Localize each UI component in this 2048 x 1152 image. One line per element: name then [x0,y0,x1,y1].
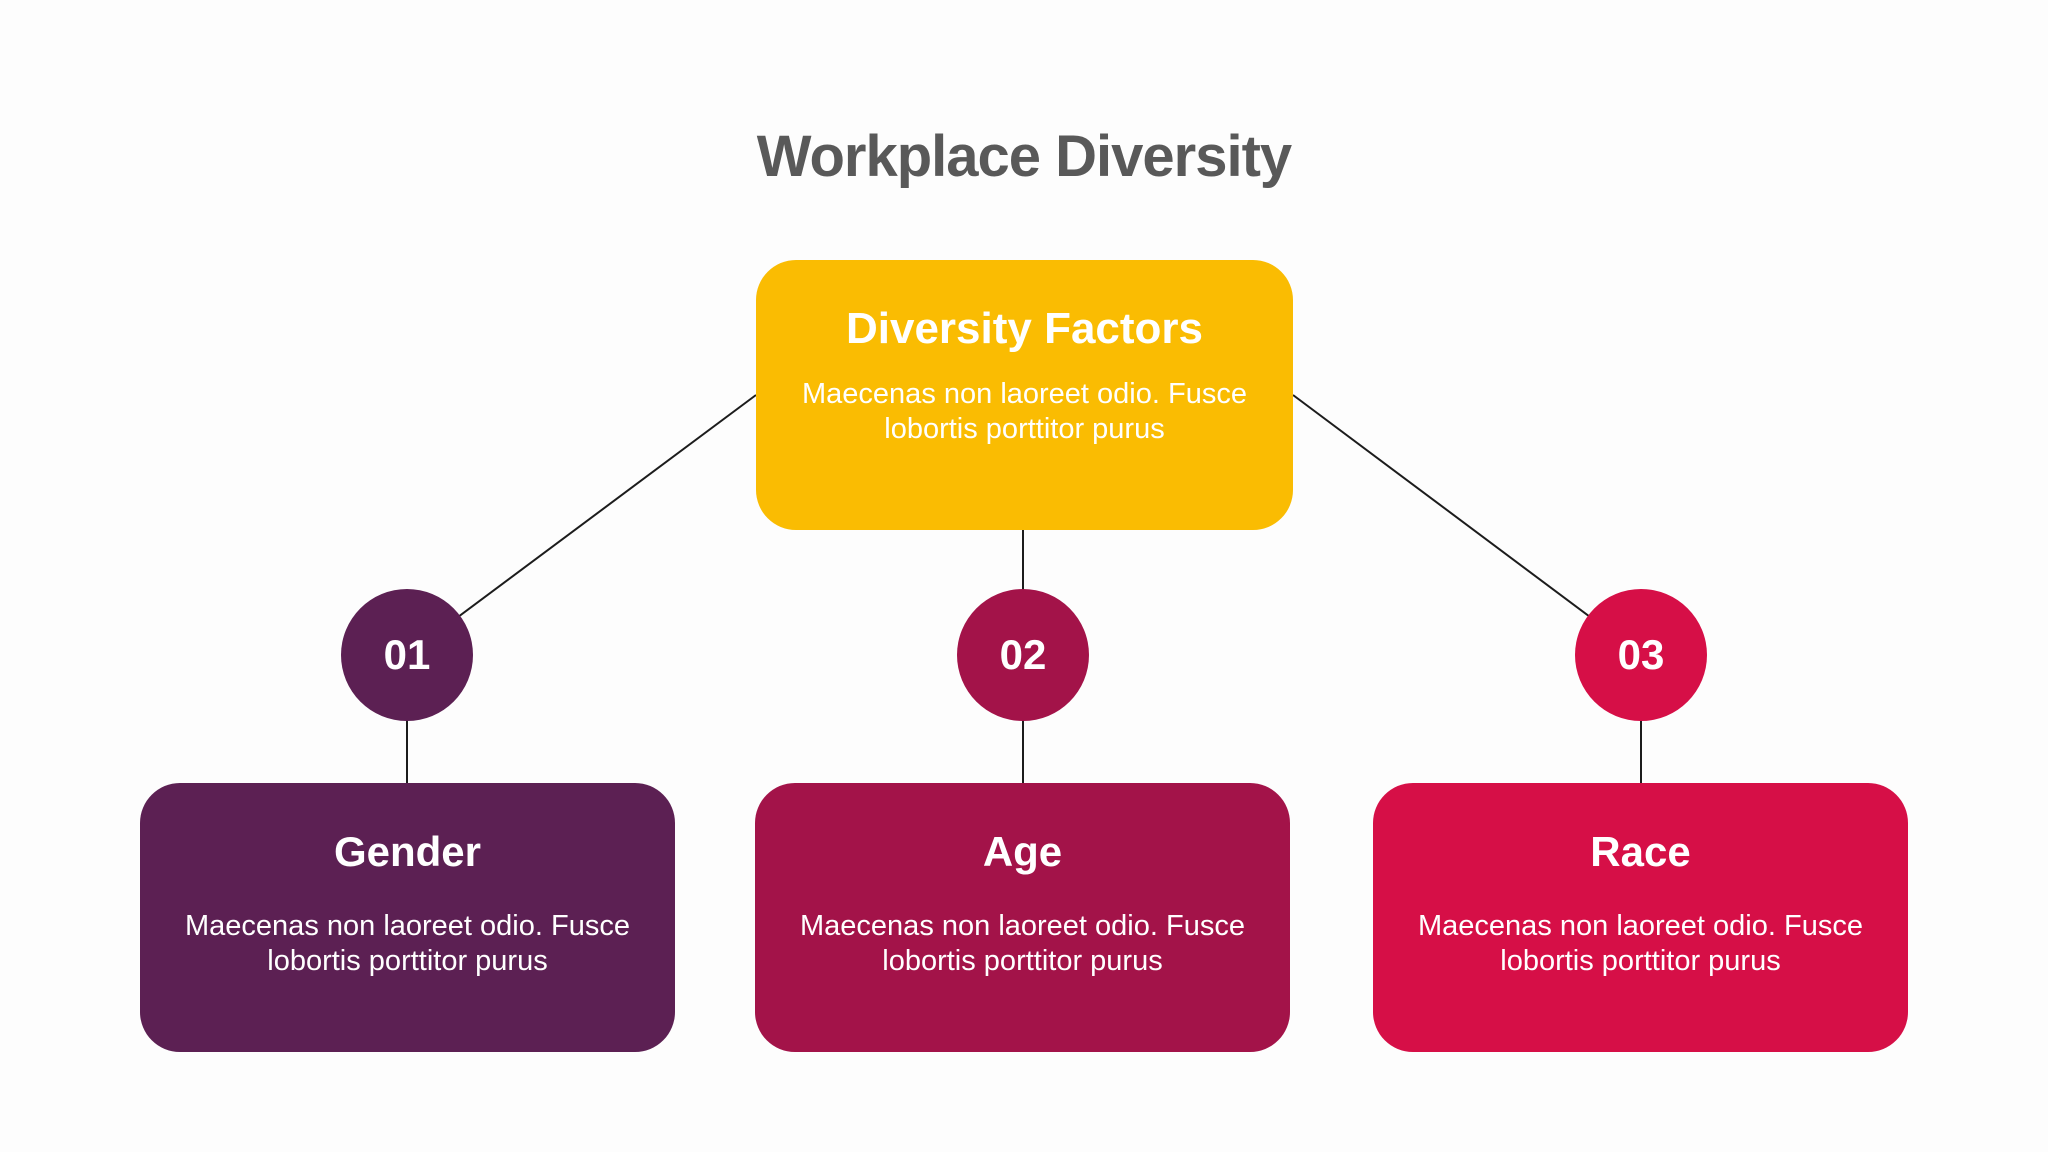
branch-node-gender-body: Maecenas non laoreet odio. Fusce loborti… [185,910,630,977]
branch-node-age: Age Maecenas non laoreet odio. Fusce lob… [755,783,1290,1052]
connector-line-root-to-01 [406,394,757,656]
step-badge-03-number: 03 [1617,631,1665,678]
root-node-diversity-factors: Diversity Factors Maecenas non laoreet o… [756,260,1293,530]
root-node-body: Maecenas non laoreet odio. Fusce loborti… [802,378,1247,445]
branch-node-gender: Gender Maecenas non laoreet odio. Fusce … [140,783,675,1052]
page-title: Workplace Diversity [756,124,1292,189]
branch-node-age-body: Maecenas non laoreet odio. Fusce loborti… [800,910,1245,977]
step-badge-01: 01 [341,589,473,721]
step-badge-03: 03 [1575,589,1707,721]
branch-node-age-title: Age [982,828,1063,875]
branch-node-race-body: Maecenas non laoreet odio. Fusce loborti… [1418,910,1863,977]
step-badge-01-number: 01 [383,631,431,678]
branch-node-gender-title: Gender [333,828,482,875]
branch-node-race: Race Maecenas non laoreet odio. Fusce lo… [1373,783,1908,1052]
connector-line-root-to-03 [1292,394,1642,656]
root-node-title: Diversity Factors [845,304,1204,353]
step-badge-02: 02 [957,589,1089,721]
branch-node-race-title: Race [1590,828,1691,875]
step-badge-02-number: 02 [999,631,1047,678]
